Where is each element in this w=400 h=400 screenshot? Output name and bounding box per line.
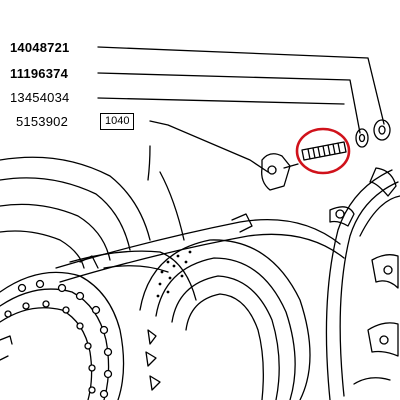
highlight-circle [295, 127, 351, 175]
part-number-3: 13454034 [10, 90, 70, 105]
middle-shoe [69, 250, 197, 301]
part-number-2: 11196374 [10, 66, 69, 81]
nut-and-washer [355, 119, 391, 148]
reference-box: 1040 [100, 113, 135, 130]
housing-flange [325, 167, 400, 400]
left-disc [0, 271, 125, 400]
part-number-1: 14048721 [10, 40, 70, 55]
bracket-clip [261, 153, 299, 191]
leader-lines [97, 46, 385, 173]
part-number-4: 5153902 [16, 114, 69, 129]
threaded-stud [301, 141, 347, 161]
center-friction-disc [139, 239, 311, 400]
